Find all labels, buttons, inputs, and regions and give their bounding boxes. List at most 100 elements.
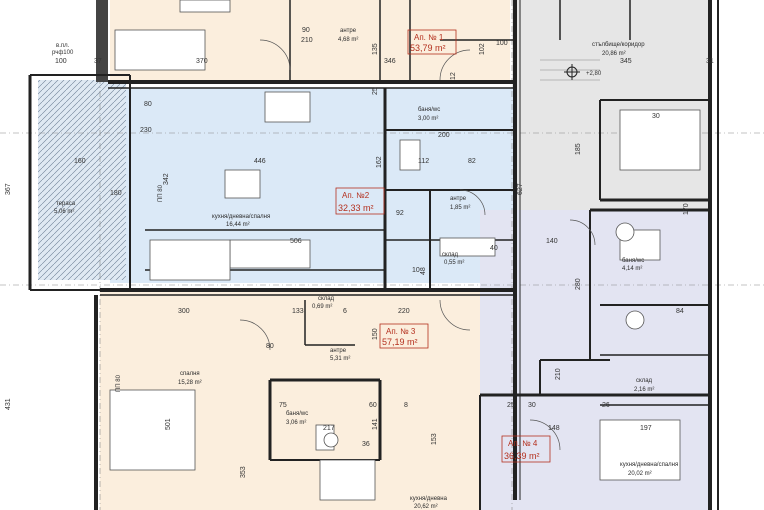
dim-label: 506	[290, 238, 302, 245]
dim-label: 31	[706, 58, 714, 65]
dim-label: 100	[496, 40, 508, 47]
dim-label: 170	[683, 203, 690, 215]
room-area: 5,31 m²	[330, 356, 350, 362]
dim-label: 25	[372, 87, 379, 95]
dim-label: 8	[404, 402, 408, 409]
dim-label: 133	[292, 308, 304, 315]
dim-label: 82	[468, 158, 476, 165]
dim-label: 6	[343, 308, 347, 315]
dim-label: 60	[369, 402, 377, 409]
room-area: 3,00 m²	[418, 116, 438, 122]
room-area: 0,55 m²	[444, 260, 464, 266]
room-area: 20,02 m²	[628, 471, 652, 477]
dim-label: 48	[420, 267, 427, 275]
dim-label: 10	[412, 267, 420, 274]
dim-label: 185	[575, 143, 582, 155]
dim-label: 40	[490, 245, 498, 252]
door-swings	[239, 39, 596, 451]
apartment-1-label: Ап. № 1	[414, 33, 444, 42]
apartment-3-label: Ап. № 3	[386, 327, 416, 336]
side-dim-lower: 431	[5, 398, 12, 410]
dim-label: 210	[555, 368, 562, 380]
level-mark-text: +2,80	[586, 71, 602, 77]
dim-label: 26	[602, 402, 610, 409]
dim-label: 210	[301, 37, 313, 44]
annotation-text: ПП 80	[158, 184, 164, 202]
apartment-2-area: 32,33 m²	[338, 203, 374, 213]
room-area: 1,85 m²	[450, 205, 470, 211]
stair-lines	[540, 59, 600, 81]
room-area: 16,44 m²	[226, 222, 250, 228]
corridor-fill	[512, 0, 708, 210]
room-area: 4,14 m²	[622, 266, 642, 272]
apartment-1-area: 53,79 m²	[410, 43, 446, 53]
dim-label: 280	[575, 278, 582, 290]
dim-label: 84	[676, 308, 684, 315]
room-labels: антре 4,68 m² стълбище/коридор 20,86 m² …	[54, 28, 678, 510]
dim-label: 30	[652, 113, 660, 120]
walls	[28, 0, 719, 510]
annotation-text: рчф100	[52, 50, 74, 56]
dim-label: 353	[240, 466, 247, 478]
room-name: склад	[442, 252, 459, 258]
room-area: 5,06 m²	[54, 209, 74, 215]
dim-label: 153	[431, 433, 438, 445]
room-area: 15,28 m²	[178, 380, 202, 386]
dim-label: 370	[196, 58, 208, 65]
room-name: тераса	[56, 201, 76, 207]
dim-label: 100	[55, 58, 67, 65]
annotation-text: в.пл.	[56, 43, 70, 49]
dim-label: 37	[94, 58, 102, 65]
room-name: баня/wc	[622, 258, 644, 264]
dim-label: 160	[74, 158, 86, 165]
dim-label: 217	[323, 425, 335, 432]
dim-label: 220	[398, 308, 410, 315]
dim-label: 342	[163, 173, 170, 185]
room-area: 20,86 m²	[602, 51, 626, 57]
room-name: склад	[636, 378, 653, 384]
level-marker: +2,80	[564, 64, 602, 80]
room-area: 4,68 m²	[338, 37, 358, 43]
dim-label: 148	[548, 425, 560, 432]
dim-label: 30	[528, 402, 536, 409]
dim-label: 162	[376, 156, 383, 168]
dim-label: 112	[418, 158, 429, 165]
room-name: кухня/дневна/спалня	[620, 462, 678, 468]
room-name: антре	[330, 348, 347, 354]
fixtures	[109, 0, 701, 501]
room-name: кухня/дневна/спалня	[212, 214, 270, 220]
dim-label: 180	[110, 190, 122, 197]
dim-label: 135	[372, 43, 379, 55]
dim-label: 627	[517, 183, 524, 195]
room-area: 20,62 m²	[414, 504, 438, 510]
dim-label: 230	[140, 127, 152, 134]
apartment-3-area: 57,19 m²	[382, 337, 418, 347]
dim-label: 102	[479, 43, 486, 55]
terrace-fill	[38, 80, 126, 280]
side-dim-upper: 367	[5, 183, 12, 195]
apartment-2-label: Ап. №2	[342, 191, 370, 200]
room-name: антре	[450, 196, 467, 202]
dim-label: 141	[372, 418, 379, 430]
dim-label: 446	[254, 158, 266, 165]
dim-label: 200	[438, 132, 450, 139]
dim-label: 300	[178, 308, 190, 315]
room-area: 3,06 m²	[286, 420, 306, 426]
apartment-4-area: 36,39 m²	[504, 451, 540, 461]
room-name: стълбище/коридор	[592, 42, 645, 48]
dim-label: 90	[302, 27, 310, 34]
room-area: 2,16 m²	[634, 387, 654, 393]
room-name: антре	[340, 28, 357, 34]
dim-label: 197	[640, 425, 652, 432]
room-name: спалня	[180, 371, 200, 377]
room-name: склад	[318, 296, 335, 302]
room-name: баня/wc	[418, 107, 440, 113]
dim-label: 345	[620, 58, 632, 65]
dim-label: 346	[384, 58, 396, 65]
dim-label: 150	[372, 328, 379, 340]
annotation-text: ПП 80	[116, 374, 122, 392]
dim-label: 80	[144, 101, 152, 108]
apartment-labels: Ап. № 1 53,79 m² Ап. №2 32,33 m² Ап. № 3…	[335, 29, 551, 463]
room-name: баня/wc	[286, 411, 308, 417]
